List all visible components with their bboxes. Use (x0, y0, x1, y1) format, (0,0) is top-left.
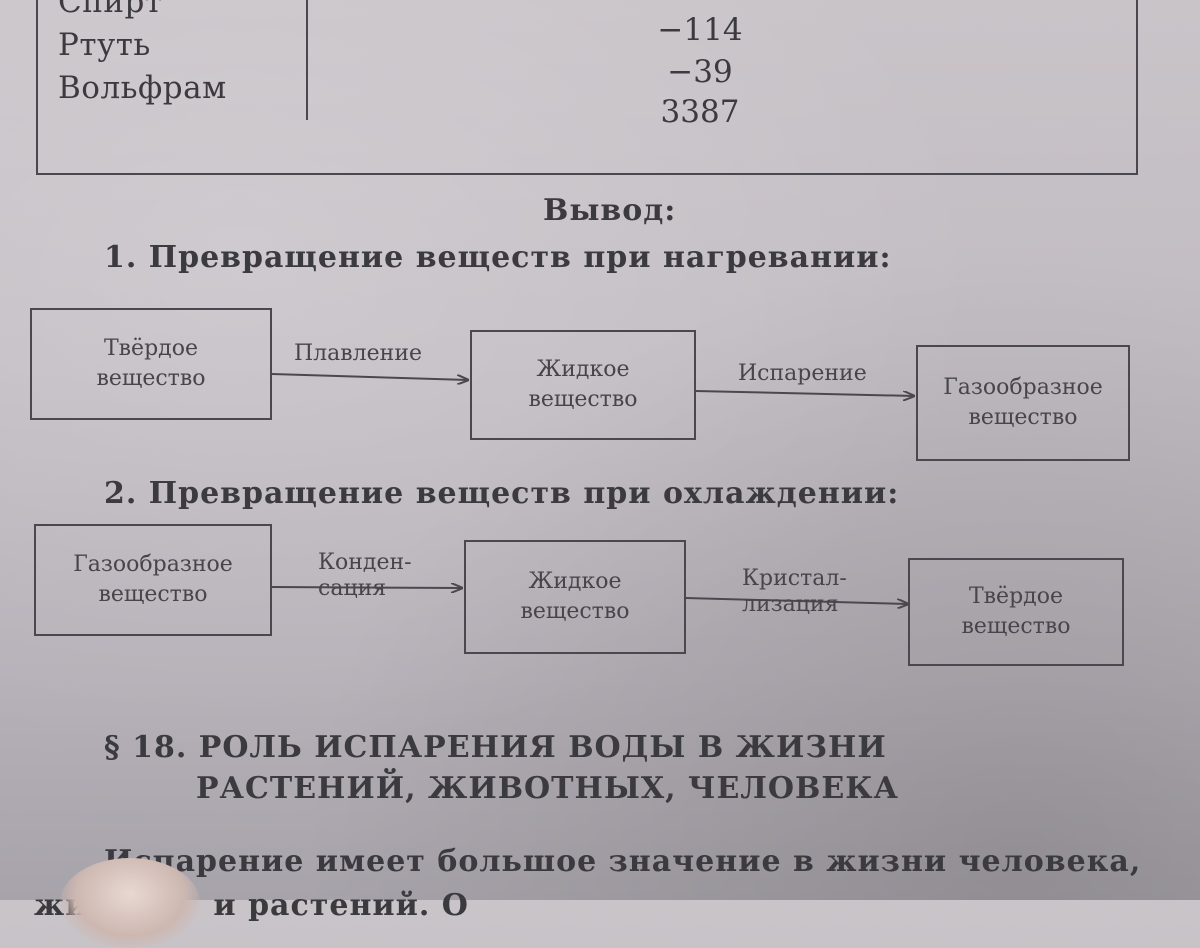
section-title-line1: § 18. РОЛЬ ИСПАРЕНИЯ ВОДЫ В ЖИЗНИ (104, 730, 887, 765)
node-label: Твёрдое вещество (961, 584, 1071, 639)
table-row-name: Спирт (58, 0, 163, 20)
body-line: Испарение имеет большое значение в жизни… (104, 844, 1142, 879)
body-paragraph: Испарение имеет большое значение в жизни… (34, 840, 1142, 927)
node-label: Газообразное вещество (943, 375, 1103, 430)
table-row-value: −114 (657, 12, 743, 48)
node-gas: Газообразное вещество (916, 345, 1130, 461)
edge-label-condensation: Конден- сация (318, 550, 412, 602)
arrow-evaporation (695, 390, 914, 396)
arrow-crystallization (685, 597, 908, 604)
node-liquid: Жидкое вещество (464, 540, 686, 654)
node-label: Жидкое вещество (528, 357, 638, 412)
table-row-value: −39 (667, 54, 733, 90)
diagram-arrows (271, 373, 1200, 900)
arrow-condensation (271, 587, 462, 588)
melting-point-table (36, 0, 1138, 175)
node-solid: Твёрдое вещество (30, 308, 272, 420)
section-title: § 18. РОЛЬ ИСПАРЕНИЯ ВОДЫ В ЖИЗНИ РАСТЕН… (104, 727, 899, 810)
body-line: жив и растений. О (34, 887, 469, 923)
cooling-heading: 2. Превращение веществ при охлаждении: (104, 476, 900, 511)
arrow-melting (271, 373, 468, 380)
node-label: Газообразное вещество (73, 552, 233, 607)
finger-thumb (60, 858, 200, 948)
table-row-name: Вольфрам (58, 70, 227, 106)
edge-label-evaporation: Испарение (738, 361, 867, 386)
node-label: Твёрдое вещество (96, 336, 206, 391)
table-row-value: 3387 (660, 94, 740, 130)
table-row-name: Ртуть (58, 27, 151, 63)
edge-label-crystallization: Кристал- лизация (742, 566, 847, 618)
section-title-line2: РАСТЕНИЙ, ЖИВОТНЫХ, ЧЕЛОВЕКА (196, 771, 899, 807)
node-liquid: Жидкое вещество (470, 330, 696, 440)
edge-label-melting: Плавление (294, 341, 423, 366)
table-column-divider (306, 0, 308, 120)
conclusion-title: Вывод: (543, 193, 677, 228)
node-solid: Твёрдое вещество (908, 558, 1124, 666)
node-label: Жидкое вещество (520, 569, 630, 624)
heating-heading: 1. Превращение веществ при нагревании: (104, 240, 892, 275)
node-gas: Газообразное вещество (34, 524, 272, 636)
